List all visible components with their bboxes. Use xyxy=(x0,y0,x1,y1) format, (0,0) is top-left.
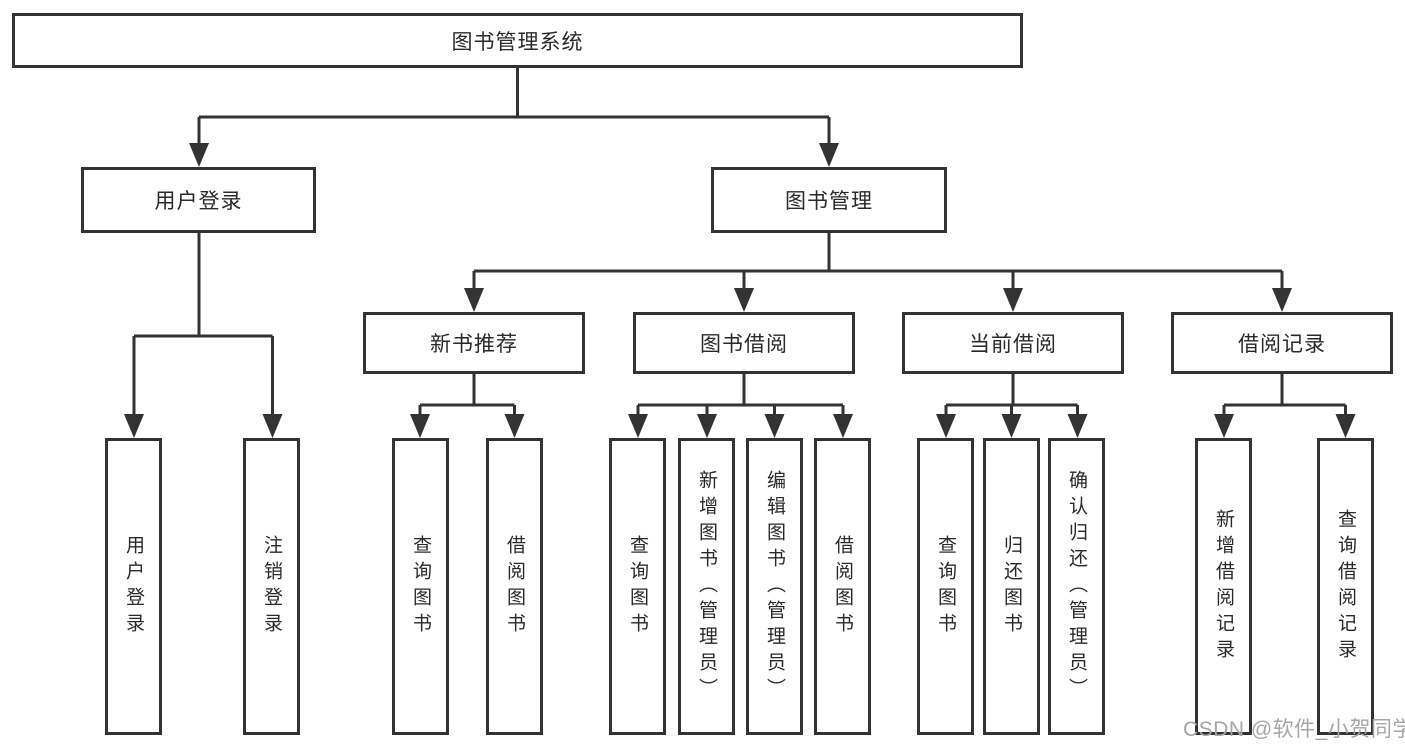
leaf-add-books-admin: 新增图书（管理员） xyxy=(678,438,735,735)
arrow-down-icon xyxy=(464,288,484,312)
arrow-down-icon xyxy=(734,288,754,312)
connector-root xyxy=(197,68,831,147)
csdn-watermark: CSDN @软件_小贺同学 xyxy=(1183,718,1405,741)
arrow-down-icon xyxy=(1272,288,1292,312)
arrow-down-icon xyxy=(1003,288,1023,312)
leaf-query-borrow-record: 查询借阅记录 xyxy=(1317,438,1374,735)
leaf-query-books-current: 查询图书 xyxy=(917,438,974,735)
node-book-borrowing: 图书借阅 xyxy=(633,312,855,374)
arrow-down-icon xyxy=(1001,414,1022,438)
leaf-query-books-recommend: 查询图书 xyxy=(392,438,449,735)
leaf-borrow-books-recommend: 借阅图书 xyxy=(486,438,543,735)
node-borrowing-records: 借阅记录 xyxy=(1171,312,1393,374)
arrow-down-icon xyxy=(1214,414,1234,438)
leaf-return-books: 归还图书 xyxy=(983,438,1040,735)
node-current-borrowing: 当前借阅 xyxy=(902,312,1124,374)
node-new-book-recommendation: 新书推荐 xyxy=(363,312,585,374)
connector-borrow-records xyxy=(1222,374,1347,418)
node-book-management: 图书管理 xyxy=(711,167,947,233)
connector-book-management xyxy=(472,233,1284,292)
arrow-down-icon xyxy=(124,414,144,438)
arrowheads xyxy=(124,143,1356,438)
connector-book-borrow xyxy=(636,374,845,418)
node-book-management-system: 图书管理系统 xyxy=(12,13,1023,68)
leaf-confirm-return-admin: 确认归还（管理员） xyxy=(1048,438,1105,735)
connector-current-borrow xyxy=(944,374,1079,418)
connector-user-login xyxy=(132,233,274,418)
arrow-down-icon xyxy=(189,143,209,167)
arrow-down-icon xyxy=(262,414,283,438)
arrow-down-icon xyxy=(1335,414,1356,438)
leaf-query-books-borrow: 查询图书 xyxy=(609,438,666,735)
arrow-down-icon xyxy=(504,414,525,438)
arrow-down-icon xyxy=(1067,414,1088,438)
leaf-user-login: 用户登录 xyxy=(105,438,162,735)
arrow-down-icon xyxy=(764,414,785,438)
arrow-down-icon xyxy=(819,143,839,167)
leaf-add-borrow-record: 新增借阅记录 xyxy=(1195,438,1252,735)
node-user-login: 用户登录 xyxy=(81,167,316,233)
arrow-down-icon xyxy=(936,414,956,438)
arrow-down-icon xyxy=(628,414,648,438)
arrow-down-icon xyxy=(410,414,430,438)
connector-new-book xyxy=(418,374,516,418)
leaf-logout: 注销登录 xyxy=(243,438,300,735)
leaf-borrow-books: 借阅图书 xyxy=(814,438,871,735)
leaf-edit-books-admin: 编辑图书（管理员） xyxy=(746,438,803,735)
arrow-down-icon xyxy=(833,414,853,438)
arrow-down-icon xyxy=(697,414,717,438)
